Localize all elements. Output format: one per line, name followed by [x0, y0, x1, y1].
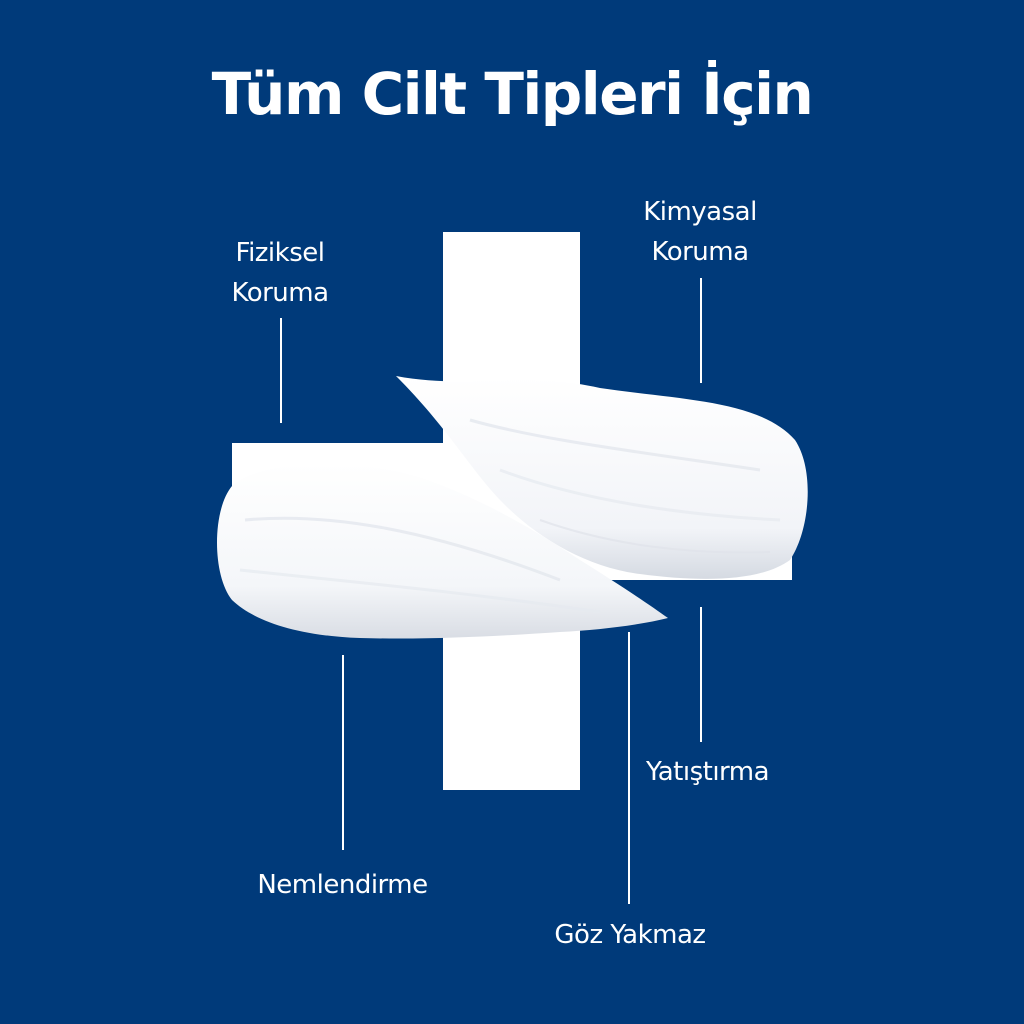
leader-line-tear-free	[628, 632, 630, 904]
label-moisturizing: Nemlendirme	[257, 870, 428, 900]
cream-smear-lower	[217, 463, 668, 639]
leader-line-chemical	[700, 278, 702, 383]
label-soothing: Yatıştırma	[645, 757, 770, 787]
leader-line-moisturizing	[342, 655, 344, 850]
label-chemical-protection: Kimyasal Koruma	[643, 197, 757, 267]
label-physical-protection: Fiziksel Koruma	[231, 238, 329, 308]
leader-line-physical	[280, 318, 282, 423]
page-title: Tüm Cilt Tipleri İçin	[211, 60, 814, 128]
label-tear-free: Göz Yakmaz	[554, 920, 706, 950]
leader-line-soothing	[700, 607, 702, 742]
